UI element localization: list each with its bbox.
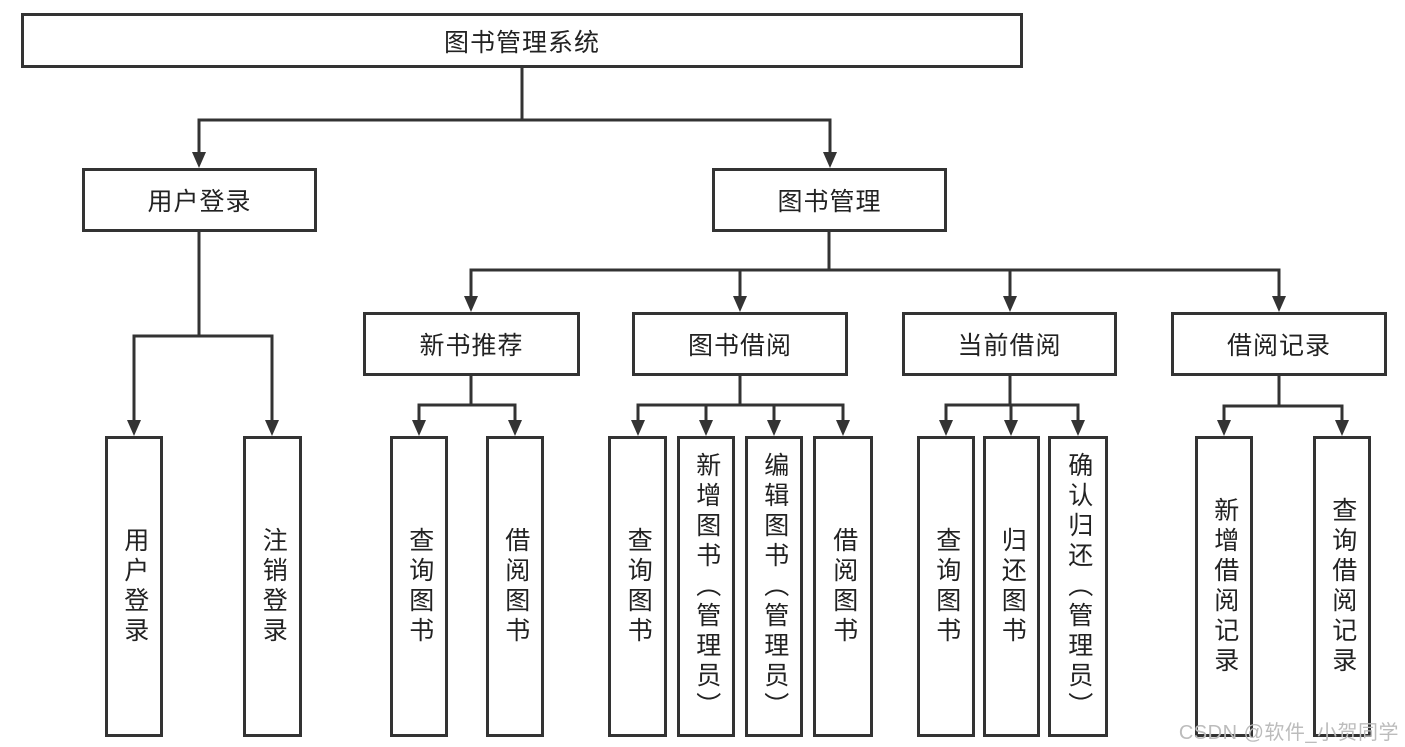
edge-new-book-rec-to-leaves xyxy=(412,376,522,436)
arrowhead xyxy=(1335,420,1349,436)
node-root: 图书管理系统 xyxy=(21,13,1023,68)
edge-user-login-to-leaves xyxy=(127,232,279,436)
arrowhead xyxy=(265,420,279,436)
node-label: 查询图书 xyxy=(405,526,434,647)
leaf-user-login: 用户登录 xyxy=(105,436,163,737)
node-label: 查询图书 xyxy=(624,526,653,647)
leaf-borrow-borrow: 借阅图书 xyxy=(813,436,873,737)
node-label: 用户登录 xyxy=(147,188,252,216)
arrowhead xyxy=(1272,296,1286,312)
edge-book-mgmt-to-level3 xyxy=(464,232,1286,312)
node-label: 当前借阅 xyxy=(957,332,1062,360)
node-label: 新增图书（管理员） xyxy=(692,451,721,722)
leaf-borrow-edit: 编辑图书（管理员） xyxy=(745,436,803,737)
node-label: 新增借阅记录 xyxy=(1210,496,1239,677)
edge-lines xyxy=(132,232,274,424)
node-label: 借阅图书 xyxy=(829,526,858,647)
node-label: 注销登录 xyxy=(259,526,288,647)
edge-lines xyxy=(469,232,1281,300)
watermark: CSDN @软件_小贺同学 xyxy=(1178,722,1399,744)
edge-lines xyxy=(417,376,517,424)
arrowhead xyxy=(464,296,478,312)
edge-root-to-level2 xyxy=(192,68,837,168)
leaf-current-confirm: 确认归还（管理员） xyxy=(1048,436,1108,737)
node-book-borrow: 图书借阅 xyxy=(632,312,848,376)
arrowhead xyxy=(767,420,781,436)
leaf-borrow-add: 新增图书（管理员） xyxy=(677,436,735,737)
node-borrow-record: 借阅记录 xyxy=(1171,312,1387,376)
arrowhead xyxy=(1003,296,1017,312)
edge-lines xyxy=(1222,376,1344,424)
leaf-newbook-borrow: 借阅图书 xyxy=(486,436,544,737)
arrowhead xyxy=(699,420,713,436)
node-current-borrow: 当前借阅 xyxy=(902,312,1117,376)
leaf-current-return: 归还图书 xyxy=(983,436,1040,737)
arrowhead xyxy=(412,420,426,436)
node-book-mgmt: 图书管理 xyxy=(712,168,947,232)
edge-lines xyxy=(197,68,832,156)
leaf-newbook-query: 查询图书 xyxy=(390,436,448,737)
arrowhead xyxy=(836,420,850,436)
node-label: 用户登录 xyxy=(120,526,149,647)
arrowhead xyxy=(508,420,522,436)
leaf-logout: 注销登录 xyxy=(243,436,302,737)
node-label: 图书借阅 xyxy=(687,332,792,360)
node-new-book-rec: 新书推荐 xyxy=(363,312,580,376)
arrowhead xyxy=(823,152,837,168)
edge-borrow-record-to-leaves xyxy=(1217,376,1349,436)
arrowhead xyxy=(733,296,747,312)
node-label: 图书管理系统 xyxy=(443,28,600,57)
node-label: 查询图书 xyxy=(932,526,961,647)
node-label: 借阅图书 xyxy=(501,526,530,647)
node-user-login: 用户登录 xyxy=(82,168,317,232)
node-label: 归还图书 xyxy=(998,526,1027,647)
arrowhead xyxy=(192,152,206,168)
edge-book-borrow-to-leaves xyxy=(631,376,850,436)
node-label: 图书管理 xyxy=(777,188,882,216)
edge-lines xyxy=(944,376,1080,424)
edge-lines xyxy=(636,376,845,424)
leaf-record-query: 查询借阅记录 xyxy=(1313,436,1371,737)
arrowhead xyxy=(1217,420,1231,436)
arrowhead xyxy=(1071,420,1085,436)
node-label: 借阅记录 xyxy=(1226,332,1331,360)
node-label: 查询借阅记录 xyxy=(1328,496,1357,677)
leaf-current-query: 查询图书 xyxy=(917,436,975,737)
arrowhead xyxy=(939,420,953,436)
leaf-record-add: 新增借阅记录 xyxy=(1195,436,1253,737)
arrowhead xyxy=(631,420,645,436)
node-label: 新书推荐 xyxy=(419,332,524,360)
leaf-borrow-query: 查询图书 xyxy=(608,436,667,737)
node-label: 编辑图书（管理员） xyxy=(760,451,789,722)
arrowhead xyxy=(1004,420,1018,436)
edge-current-borrow-to-leaves xyxy=(939,376,1085,436)
node-label: 确认归还（管理员） xyxy=(1064,451,1093,722)
arrowhead xyxy=(127,420,141,436)
